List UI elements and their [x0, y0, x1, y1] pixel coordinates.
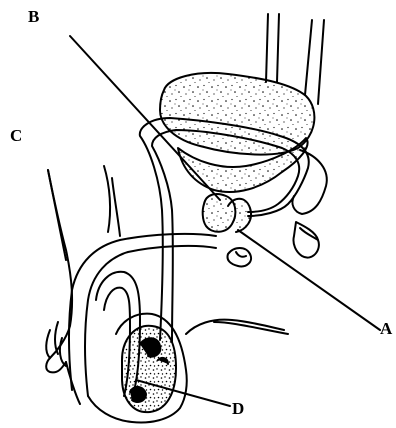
leader-line-a — [238, 230, 380, 330]
label-b: B — [28, 8, 39, 25]
label-c: C — [10, 127, 22, 144]
label-d: D — [232, 400, 244, 417]
corpus-spongiosum — [104, 166, 110, 232]
label-a: A — [380, 320, 392, 337]
bladder — [160, 73, 314, 155]
glans-penis — [46, 330, 50, 358]
cowpers-gland — [227, 248, 251, 266]
leader-line-c — [48, 170, 66, 260]
